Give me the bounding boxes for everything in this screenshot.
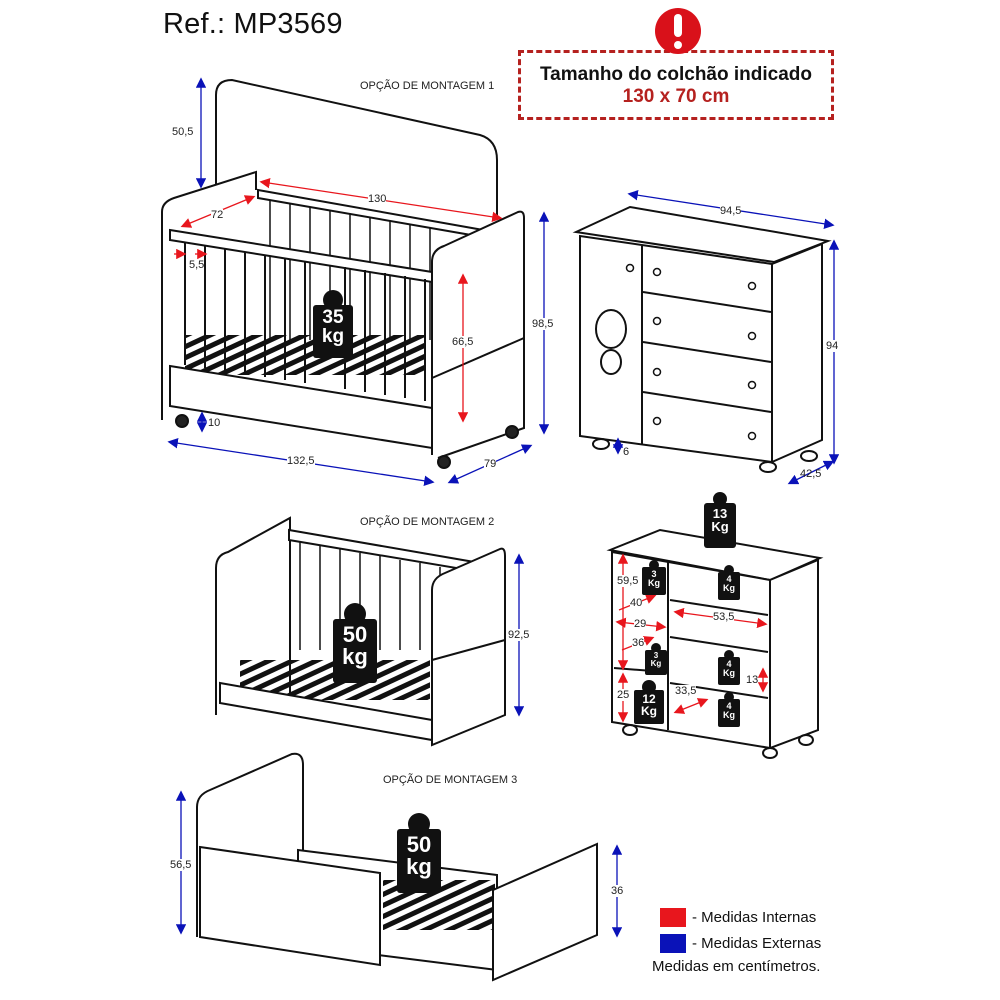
crib-option2-drawing (215, 516, 506, 747)
dim-shelf-depth-lower: 36 (632, 637, 645, 649)
dim-crib2-total-height: 92,5 (508, 629, 530, 641)
dim-inner-length: 130 (368, 193, 387, 205)
dim-slat-gap: 5,5 (189, 259, 205, 271)
dim-floor-clearance: 10 (208, 417, 221, 429)
dim-headboard-height: 50,5 (172, 126, 194, 138)
weight-icon-35kg: 35 kg (313, 290, 353, 366)
bed-option3-drawing (196, 752, 598, 982)
weight-icon-50kg-opt3: 50 kg (397, 813, 441, 895)
dim-lower-height: 25 (617, 689, 630, 701)
dim-foot-height: 6 (623, 446, 630, 458)
weight-icon-drawer3: 4 Kg (718, 650, 740, 686)
dim-door-height: 59,5 (617, 575, 639, 587)
dresser-drawing (572, 205, 832, 473)
product-reference: Ref.: MP3569 (163, 8, 343, 40)
units-note: Medidas em centímetros. (652, 958, 821, 975)
notice-mattress-size: 130 x 70 cm (622, 86, 730, 107)
weight-icon-12kg: 12 Kg (634, 680, 664, 724)
notice-title: Tamanho do colchão indicado (539, 64, 812, 85)
dim-total-height: 98,5 (532, 318, 554, 330)
dim-bed3-footboard-height: 36 (611, 885, 624, 897)
blue-swatch-icon (660, 933, 686, 953)
option1-title: OPÇÃO DE MONTAGEM 1 (360, 80, 495, 92)
dim-drawer-height: 13 (746, 674, 759, 686)
red-swatch-icon (660, 907, 686, 927)
dim-dresser-height: 94 (826, 340, 839, 352)
dim-shelf-depth-upper: 40 (630, 597, 643, 609)
crib-option1-drawing (161, 78, 525, 469)
weight-icon-drawer4: 4 Kg (718, 692, 740, 728)
dim-drawer-depth: 33,5 (675, 685, 697, 697)
dim-bed3-headboard-height: 56,5 (170, 859, 192, 871)
legend: - Medidas Internas - Medidas Externas Me… (652, 906, 821, 975)
dim-inner-width: 72 (211, 209, 224, 221)
weight-icon-50kg-opt2: 50 kg (333, 603, 377, 685)
dim-total-depth: 79 (484, 458, 497, 470)
dim-inner-height: 66,5 (452, 336, 474, 348)
weight-icon-shelf-lower: 3 Kg (645, 643, 667, 675)
weight-icon-shelf-upper: 3 Kg (642, 560, 666, 596)
legend-item-internal: - Medidas Internas (660, 906, 821, 928)
dim-dresser-depth: 42,5 (800, 468, 822, 480)
dim-drawer-width: 53,5 (713, 611, 735, 623)
dim-dresser-width: 94,5 (720, 205, 742, 217)
weight-icon-13kg: 13 Kg (704, 492, 736, 550)
option2-title: OPÇÃO DE MONTAGEM 2 (360, 516, 495, 528)
option3-title: OPÇÃO DE MONTAGEM 3 (383, 774, 518, 786)
weight-icon-drawer1: 4 Kg (718, 565, 740, 601)
legend-item-external: - Medidas Externas (660, 932, 821, 954)
dim-total-length: 132,5 (287, 455, 315, 467)
dim-door-width: 29 (634, 618, 647, 630)
exclamation-alert-icon (655, 8, 701, 54)
